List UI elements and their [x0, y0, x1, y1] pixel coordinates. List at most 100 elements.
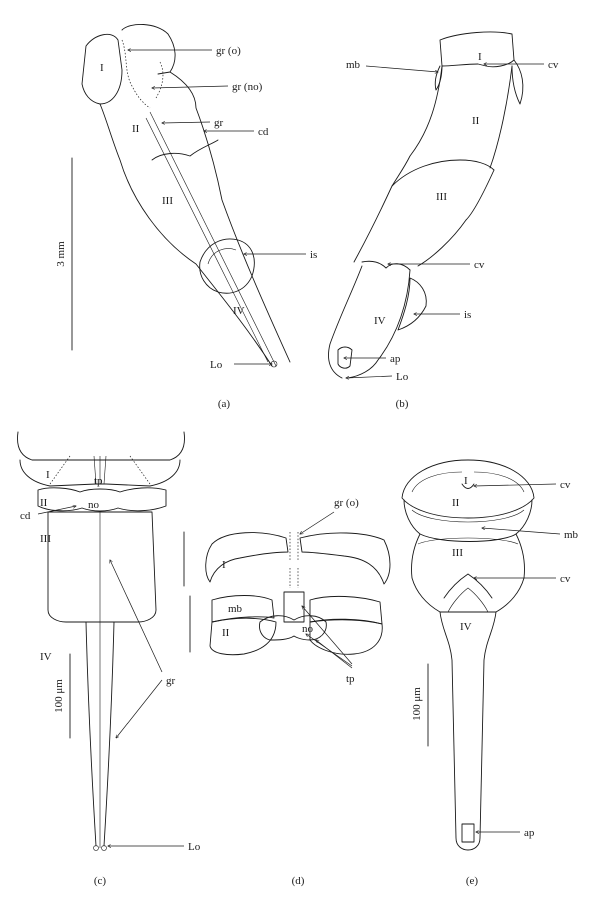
segment-1-outline-c [19, 459, 181, 487]
label-lo-a: Lo [210, 359, 223, 371]
label-mb-b: mb [346, 59, 361, 71]
caption-d: (d) [292, 875, 305, 887]
leader-gr-up-c [110, 560, 163, 673]
segment-label-4-e: IV [460, 621, 472, 633]
leader-tp-3-d [316, 640, 353, 669]
segment-2-outline-b [391, 65, 513, 187]
segment-label-3-a: III [162, 195, 173, 207]
segment-label-3-c: III [40, 533, 51, 545]
cv-notch-top-e [461, 483, 475, 489]
segment-label-1-c: I [46, 469, 50, 481]
segment-4-outline-e [439, 611, 497, 851]
label-tp-d: tp [346, 673, 355, 685]
panel-b: I II III IV mb cv cv is ap Lo (b) [328, 31, 559, 410]
cv-notch-b [361, 260, 411, 271]
label-cv-top-e: cv [560, 479, 571, 491]
no-plate-d [259, 615, 327, 641]
segment-3-outline-e [411, 533, 525, 613]
segment-4-outline-c [85, 621, 115, 847]
ap-tip-e [461, 823, 475, 843]
leader-mb-b [365, 65, 438, 72]
label-gr-o-d: gr (o) [334, 497, 359, 509]
leader-cd-c [37, 506, 76, 515]
head-outline-c [17, 431, 185, 461]
leader-gr-a [162, 122, 211, 123]
right-flap-b [511, 59, 524, 105]
segment-label-1-a: I [100, 62, 104, 74]
segment-label-2-e: II [452, 497, 460, 509]
label-gr-c: gr [166, 675, 176, 687]
tp-plate-d [283, 591, 305, 623]
is-plate-a [199, 238, 255, 294]
leader-gr-down-c [116, 679, 163, 738]
cv-chevron-e [443, 573, 493, 599]
segment-1-outline-a [81, 33, 123, 105]
label-cd-a: cd [258, 126, 269, 138]
segment-label-2-b: II [472, 115, 480, 127]
segment-2-lower-left-d [209, 617, 277, 656]
leader-tp-1-d [302, 606, 353, 665]
panel-e: 100 μm I II III IV cv mb cv ap (e) [401, 459, 579, 887]
tp-line-3-c [103, 455, 107, 485]
leader-gr-o-d [300, 511, 335, 534]
leader-lo-b [346, 375, 393, 378]
tp-line-1-c [93, 455, 97, 485]
leader-gr-no-a [152, 85, 229, 88]
groove-line-a [149, 111, 277, 367]
label-gr-a: gr [214, 117, 224, 129]
segment-label-4-b: IV [374, 315, 386, 327]
segment-2-boundary-a [151, 139, 219, 161]
label-is-a: is [310, 249, 317, 261]
label-cd-c: cd [20, 510, 31, 522]
label-no-d: no [302, 623, 314, 635]
groove-dots-d [289, 532, 299, 588]
groove-dots-a [121, 39, 164, 109]
segment-2-outline-c [37, 487, 167, 512]
segment-2-inner-e [411, 509, 525, 523]
scale-label-e: 100 μm [411, 687, 423, 721]
label-ap-e: ap [524, 827, 535, 839]
label-is-b: is [464, 309, 471, 321]
segment-3-outline-c [47, 511, 157, 623]
segment-label-1-b: I [478, 51, 482, 63]
segment-label-4-c: IV [40, 651, 52, 663]
lo-tip-right-c [101, 845, 107, 851]
segment-label-4-a: IV [233, 305, 245, 317]
caption-e: (e) [466, 875, 479, 887]
label-cv-mid-b: cv [474, 259, 485, 271]
label-gr-o-a: gr (o) [216, 45, 241, 57]
label-cv-mid-e: cv [560, 573, 571, 585]
label-ap-b: ap [390, 353, 401, 365]
ap-tip-b [337, 346, 353, 369]
segment-label-3-b: III [436, 191, 447, 203]
label-gr-no-a: gr (no) [232, 81, 263, 93]
label-lo-c: Lo [188, 841, 201, 853]
scale-label-a: 3 mm [55, 241, 67, 267]
caption-b: (b) [396, 398, 409, 410]
leader-cv-top-e [474, 483, 557, 486]
segment-label-2-a: II [132, 123, 140, 135]
is-plate-inner-a [207, 248, 237, 265]
segment-1-right-d [299, 532, 391, 585]
segment-1-right-a [121, 24, 176, 75]
segment-1-inner-e [411, 471, 525, 493]
body-outline-a [99, 71, 291, 367]
segment-3-outline-b [353, 169, 495, 267]
panel-c: 100 μm I II III IV tp no cd gr Lo (c) [17, 431, 201, 887]
label-no-c: no [88, 499, 100, 511]
segment-1-left-d [205, 532, 289, 583]
segment-1-outline-e [401, 459, 535, 519]
segment-4-inner-e [447, 587, 489, 613]
segment-1-outline-b [439, 31, 515, 68]
panel-d: I II mb no gr (o) tp (d) [183, 497, 391, 887]
lo-tip-left-c [93, 845, 99, 851]
caption-a: (a) [218, 398, 231, 410]
segment-3-inner-e [417, 537, 519, 545]
segment-label-2-d: II [222, 627, 230, 639]
segment-2-outline-e [403, 499, 533, 542]
is-flap-b [397, 277, 427, 331]
groove-line-a2 [145, 117, 269, 363]
segment-2-lower-right-d [309, 619, 383, 655]
label-tp-c: tp [94, 475, 103, 487]
